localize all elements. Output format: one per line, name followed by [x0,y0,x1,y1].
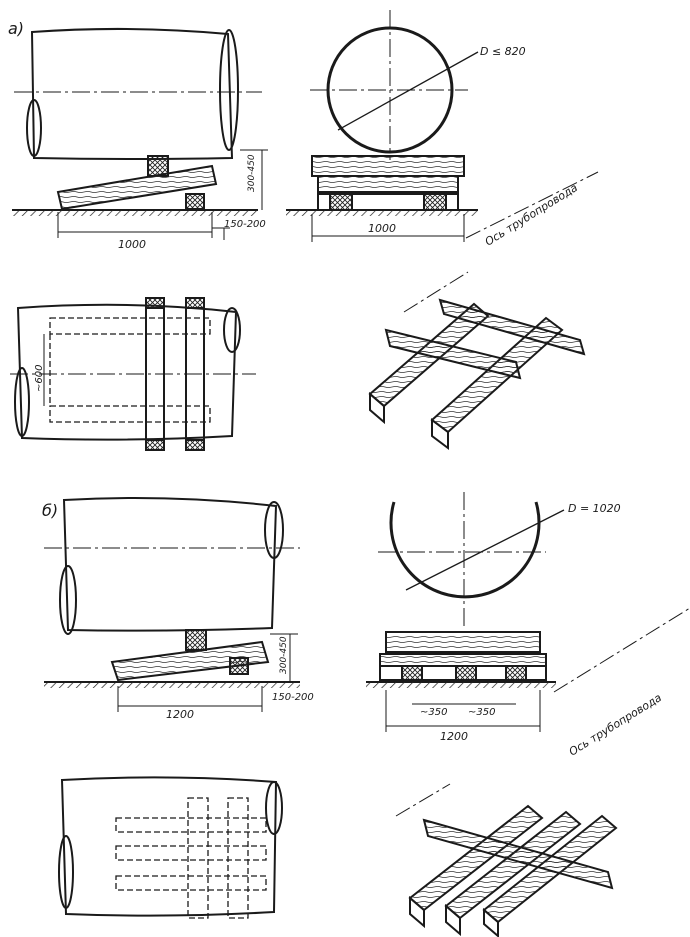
spacing-b-right: ~350 [468,707,495,718]
axis-a [465,171,599,239]
diameter-a-label: D ≤ 820 [480,45,526,58]
diameter-b-label: D = 1020 [568,502,621,515]
pipe-a-end-right [219,29,239,151]
variant-a-plan-view [10,297,256,451]
front-length-a-label: 1000 [368,222,396,235]
variant-a-side-view [12,27,268,240]
offset-a-label: 150-200 [224,219,266,230]
front-length-b-label: 1200 [440,730,468,743]
height-b-label: 300-450 [279,636,289,674]
base-block-a [185,193,205,210]
pipe-a-end-left [26,99,42,157]
label-variant-b: б) [42,501,58,520]
pipe-b-section [389,501,541,599]
variant-b-front-view [366,492,690,732]
variant-b-side-view [44,497,300,712]
spacing-b-left: ~350 [420,707,447,718]
front-beam-a [311,155,465,177]
height-a-label: 300-450 [247,154,257,192]
variant-b-plan-view [58,776,283,919]
axis-a-label: Ось трубопровода [483,181,580,249]
axis-b-label: Ось трубопровода [567,691,664,759]
pipe-a-plan [16,303,238,441]
side-length-a-label: 1000 [118,238,146,251]
offset-b-label: 150-200 [272,692,314,703]
side-length-b-label: 1200 [166,708,194,721]
label-variant-a: а) [8,19,24,38]
plan-spacing-a-label: ~600 [34,365,45,392]
variant-a-isometric [368,271,586,450]
variant-b-isometric [395,783,618,937]
pipe-b-side [62,497,278,632]
ground-hatch-a-side [12,210,258,216]
pipe-a-side [30,27,234,160]
diameter-a-leader [337,51,479,131]
inclined-beam-a [56,164,218,211]
variant-a-front-view [286,10,599,242]
